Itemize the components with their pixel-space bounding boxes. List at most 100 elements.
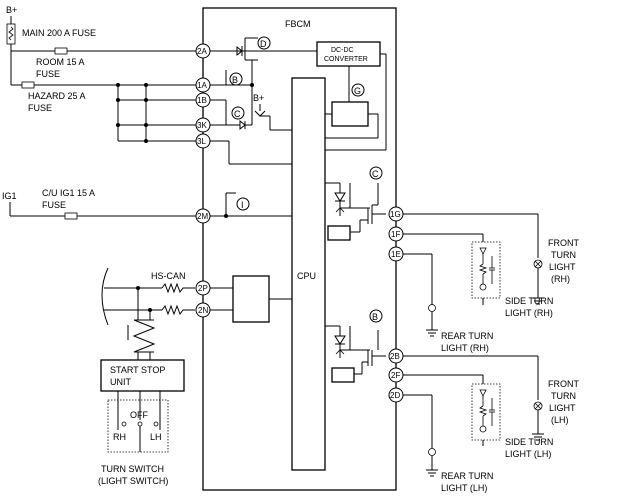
marker-b-top: B bbox=[229, 72, 243, 86]
svg-text:3K: 3K bbox=[197, 121, 207, 130]
start-stop-unit bbox=[100, 359, 185, 392]
svg-text:REAR TURN: REAR TURN bbox=[441, 331, 493, 341]
dcdc-label-2: CONVERTER bbox=[324, 56, 368, 63]
can-transceiver bbox=[232, 275, 270, 323]
hazard-fuse bbox=[21, 81, 35, 89]
pin-2N: 2N bbox=[195, 302, 211, 318]
svg-text:FRONT: FRONT bbox=[548, 379, 579, 389]
turn-switch-off: OFF bbox=[130, 410, 148, 420]
marker-b-lh: B bbox=[369, 309, 383, 323]
front-turn-light-rh-label: FRONT TURN LIGHT (RH) bbox=[548, 238, 579, 284]
rear-turn-light-lh-label: REAR TURN LIGHT (LH) bbox=[441, 471, 493, 493]
svg-text:G: G bbox=[354, 86, 361, 96]
turn-switch bbox=[107, 399, 169, 453]
dcdc-label-1: DC-DC bbox=[331, 47, 354, 54]
pin-1B: 1B bbox=[195, 92, 211, 108]
svg-text:(RH): (RH) bbox=[551, 274, 570, 284]
pin-2P: 2P bbox=[195, 280, 211, 296]
pin-3K: 3K bbox=[195, 117, 211, 133]
svg-text:LIGHT (RH): LIGHT (RH) bbox=[505, 308, 553, 318]
pin-1E: 1E bbox=[388, 246, 404, 262]
rh-driver-block bbox=[327, 225, 351, 241]
rear-turn-light-rh-label: REAR TURN LIGHT (RH) bbox=[441, 331, 493, 353]
turn-switch-lh: LH bbox=[150, 432, 162, 442]
svg-text:C: C bbox=[372, 169, 379, 179]
svg-text:LIGHT (LH): LIGHT (LH) bbox=[441, 483, 487, 493]
pin-2M: 2M bbox=[195, 208, 211, 224]
svg-text:LIGHT: LIGHT bbox=[549, 403, 576, 413]
pin-1A: 1A bbox=[195, 77, 211, 93]
svg-text:TURN: TURN bbox=[551, 391, 576, 401]
svg-text:2P: 2P bbox=[198, 284, 208, 293]
svg-text:(LH): (LH) bbox=[551, 415, 569, 425]
svg-text:LIGHT: LIGHT bbox=[549, 262, 576, 272]
svg-text:2F: 2F bbox=[391, 371, 400, 380]
svg-text:D: D bbox=[260, 39, 267, 49]
main-fuse-label: MAIN 200 A FUSE bbox=[22, 28, 96, 38]
regulator-block bbox=[331, 101, 369, 127]
pin-2B: 2B bbox=[388, 348, 404, 364]
ig1-label: IG1 bbox=[2, 191, 17, 201]
lh-driver-block bbox=[331, 367, 355, 383]
marker-d: D bbox=[257, 36, 271, 50]
cu-fuse-label-1: C/U IG1 15 A bbox=[42, 188, 95, 198]
side-turn-light-lh-label: SIDE TURN LIGHT (LH) bbox=[505, 437, 553, 459]
svg-text:LIGHT (RH): LIGHT (RH) bbox=[441, 343, 489, 353]
svg-text:2D: 2D bbox=[390, 391, 400, 400]
svg-text:I: I bbox=[241, 200, 244, 210]
svg-text:C: C bbox=[234, 109, 241, 119]
svg-text:REAR TURN: REAR TURN bbox=[441, 471, 493, 481]
pin-3L: 3L bbox=[195, 133, 211, 149]
svg-text:1G: 1G bbox=[390, 210, 401, 219]
fbcm-title: FBCM bbox=[285, 19, 311, 29]
turn-switch-caption-1: TURN SWITCH bbox=[101, 464, 164, 474]
pin-2D: 2D bbox=[388, 387, 404, 403]
svg-text:2B: 2B bbox=[390, 352, 400, 361]
turn-switch-caption-2: (LIGHT SWITCH) bbox=[98, 476, 168, 486]
marker-c-top: C bbox=[231, 106, 245, 120]
cu-ig1-fuse bbox=[64, 212, 78, 220]
front-turn-light-lh-label: FRONT TURN LIGHT (LH) bbox=[548, 379, 579, 425]
marker-i: I bbox=[236, 197, 250, 211]
svg-text:TURN: TURN bbox=[551, 250, 576, 260]
room-fuse-label-2: FUSE bbox=[36, 69, 60, 79]
svg-text:1B: 1B bbox=[197, 96, 207, 105]
svg-text:B: B bbox=[232, 75, 238, 85]
svg-text:LIGHT (LH): LIGHT (LH) bbox=[505, 449, 551, 459]
room-fuse bbox=[54, 47, 68, 55]
start-stop-label-2: UNIT bbox=[110, 377, 131, 387]
hazard-fuse-label-1: HAZARD 25 A bbox=[28, 91, 86, 101]
marker-g: G bbox=[351, 83, 365, 97]
svg-text:3L: 3L bbox=[197, 137, 206, 146]
pin-1F: 1F bbox=[388, 226, 404, 242]
rear-turn-lh-bulb bbox=[428, 448, 436, 456]
hs-can-label: HS-CAN bbox=[151, 271, 186, 281]
cpu-label: CPU bbox=[297, 271, 316, 281]
svg-text:1E: 1E bbox=[391, 250, 401, 259]
marker-c-rh: C bbox=[369, 166, 383, 180]
svg-text:FRONT: FRONT bbox=[548, 238, 579, 248]
side-turn-rh-box bbox=[471, 241, 501, 299]
bplus-inner-label: B+ bbox=[253, 93, 264, 103]
bplus-label: B+ bbox=[6, 5, 17, 15]
svg-text:SIDE TURN: SIDE TURN bbox=[505, 296, 553, 306]
side-turn-light-rh-label: SIDE TURN LIGHT (RH) bbox=[505, 296, 553, 318]
start-stop-label-1: START STOP bbox=[110, 365, 165, 375]
rear-turn-rh-bulb bbox=[428, 304, 436, 312]
cu-fuse-label-2: FUSE bbox=[42, 200, 66, 210]
svg-text:1F: 1F bbox=[391, 230, 400, 239]
svg-text:SIDE TURN: SIDE TURN bbox=[505, 437, 553, 447]
pin-2A: 2A bbox=[195, 43, 211, 59]
turn-switch-rh: RH bbox=[113, 432, 126, 442]
pin-2F: 2F bbox=[388, 367, 404, 383]
pin-1G: 1G bbox=[388, 206, 404, 222]
svg-text:B: B bbox=[372, 312, 378, 322]
side-turn-lh-box bbox=[471, 383, 501, 441]
svg-text:1A: 1A bbox=[197, 81, 207, 90]
cpu-block bbox=[291, 77, 326, 471]
hazard-fuse-label-2: FUSE bbox=[28, 103, 52, 113]
svg-text:2A: 2A bbox=[197, 47, 207, 56]
svg-text:2M: 2M bbox=[197, 212, 208, 221]
svg-text:2N: 2N bbox=[198, 306, 208, 315]
